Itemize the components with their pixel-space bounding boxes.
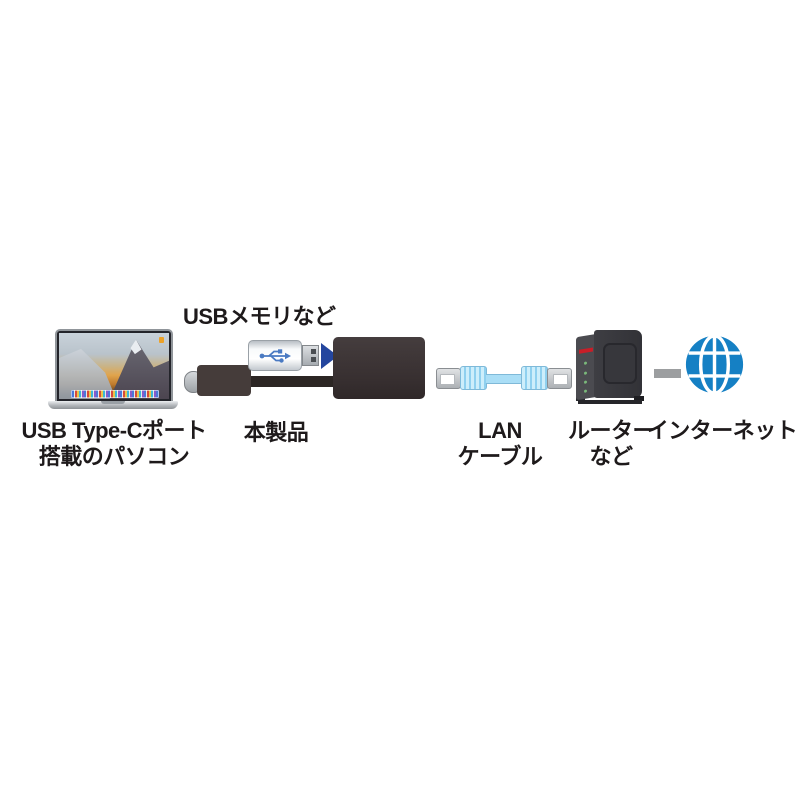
label-internet: インターネット [646,418,798,443]
usbc-plug-body [197,365,251,396]
laptop-dock [71,390,159,398]
label-lan-cable: LAN ケーブル [450,418,550,470]
internet-globe-icon [685,334,744,395]
wallpaper-snow-cap [130,339,142,355]
laptop-lid-notch [101,401,125,404]
label-lan-line1: LAN [478,418,522,443]
label-router-line2: など [589,444,633,469]
label-usb-memory: USBメモリなど [183,304,336,329]
router-device [576,330,646,410]
label-computer-line2: 搭載のパソコン [38,444,190,469]
wallpaper-orange-dot [159,337,164,343]
router-led [584,380,587,384]
usb-memory-stick [248,340,302,371]
router-red-stripe [579,347,593,354]
label-product: 本製品 [243,420,309,445]
link-dash-icon [654,369,681,378]
lan-cable-wire [486,374,522,384]
label-lan-line2: ケーブル [457,444,543,469]
label-router-line1: ルーター [567,418,655,443]
router-foot [634,396,644,401]
router-side-panel [576,334,596,401]
router-led [584,361,587,365]
router-led [584,389,587,393]
lan-cable-boot-left [460,366,487,390]
rj45-clip [440,374,455,385]
router-led [584,371,587,375]
laptop-base [48,401,178,409]
laptop-wallpaper [59,333,169,399]
label-computer-line1: USB Type-Cポート [21,418,208,443]
label-computer: USB Type-Cポート 搭載のパソコン [8,418,220,470]
adapter-product [333,337,425,399]
router-front-panel [594,330,644,401]
laptop-screen [55,329,173,402]
lan-cable-boot-right [521,366,548,390]
label-router: ルーター など [561,418,661,470]
usb-a-connector [302,345,319,366]
usb-trident-icon [259,349,291,363]
usb-a-hole [311,349,316,354]
router-front-recess [603,343,637,384]
usb-a-hole [311,357,316,362]
rj45-connector-right [547,368,572,389]
rj45-connector-left [436,368,461,389]
rj45-clip [553,374,568,385]
usbc-cable [249,376,335,387]
router-stand [578,400,642,404]
